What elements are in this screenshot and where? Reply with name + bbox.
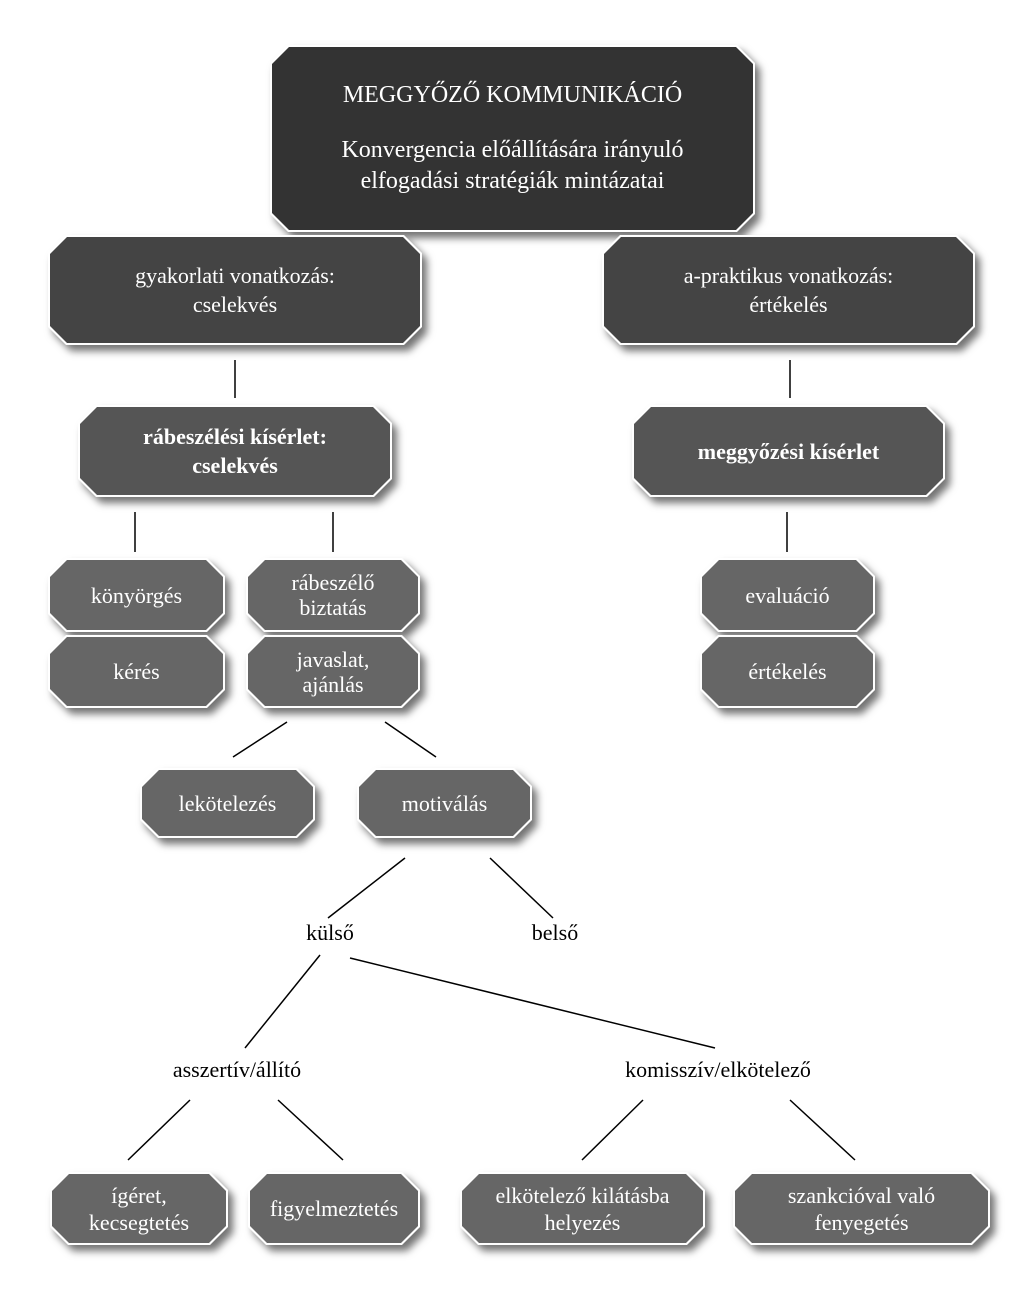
ertekeles-node: értékelés — [700, 635, 875, 708]
root-subtitle: Konvergencia előállítására irányuló — [341, 137, 684, 163]
node-label: javaslat, — [296, 646, 370, 672]
belso-label: belső — [531, 920, 579, 945]
node-label: fenyegetés — [814, 1209, 909, 1235]
node-label: motiválás — [401, 790, 488, 816]
node-label: könyörgés — [90, 582, 183, 608]
lekotelezes-node: lekötelezés — [140, 768, 315, 838]
konyorges-node: könyörgés — [48, 558, 225, 632]
kulso-label: külső — [306, 920, 354, 945]
javaslat-node: javaslat,ajánlás — [246, 635, 420, 708]
node-label: értékelés — [748, 659, 827, 684]
convincing-attempt-node: meggyőzési kísérlet — [632, 405, 945, 497]
komissziv-label: komisszív/elkötelező — [625, 1057, 811, 1082]
node-label: kérés — [113, 659, 160, 684]
keres-node: kérés — [48, 635, 225, 708]
root-node: MEGGYŐZŐ KOMMUNIKÁCIÓ Konvergencia előáll… — [270, 45, 755, 232]
node-label: szankcióval való — [787, 1182, 936, 1208]
persuasion-attempt-node: rábeszélési kísérlet: cselekvés — [78, 405, 392, 497]
node-label: ígéret, — [111, 1182, 167, 1208]
node-label: meggyőzési kísérlet — [697, 438, 880, 464]
motivalas-node: motiválás — [357, 768, 532, 838]
node-label: gyakorlati vonatkozás: — [135, 263, 335, 288]
node-label: evaluáció — [745, 582, 830, 608]
asszertiv-label: asszertív/állító — [172, 1057, 302, 1082]
root-title: MEGGYŐZŐ KOMMUNIKÁCIÓ — [342, 82, 683, 108]
evaluacio-node: evaluáció — [700, 558, 875, 632]
apractical-node: a-praktikus vonatkozás: értékelés — [602, 235, 975, 345]
node-label: lekötelezés — [178, 790, 277, 816]
igeret-node: ígéret,kecsegtetés — [50, 1172, 228, 1245]
node-label: elkötelező kilátásba — [495, 1182, 670, 1208]
node-label: kecsegtetés — [88, 1209, 190, 1235]
node-label: helyezés — [544, 1209, 621, 1235]
node-label: ajánlás — [302, 671, 364, 697]
practical-node: gyakorlati vonatkozás: cselekvés — [48, 235, 422, 345]
node-label: rábeszélő — [291, 570, 375, 595]
node-label: figyelmeztetés — [269, 1196, 399, 1221]
node-label: cselekvés — [192, 292, 278, 317]
node-label: a-praktikus vonatkozás: — [683, 263, 894, 288]
node-label: cselekvés — [192, 453, 278, 478]
node-label: értékelés — [749, 292, 828, 317]
root-subtitle: elfogadási stratégiák mintázatai — [360, 168, 665, 194]
figyelmeztetes-node: figyelmeztetés — [248, 1172, 420, 1245]
node-label: biztatás — [299, 595, 367, 620]
node-label: rábeszélési kísérlet: — [143, 424, 327, 449]
